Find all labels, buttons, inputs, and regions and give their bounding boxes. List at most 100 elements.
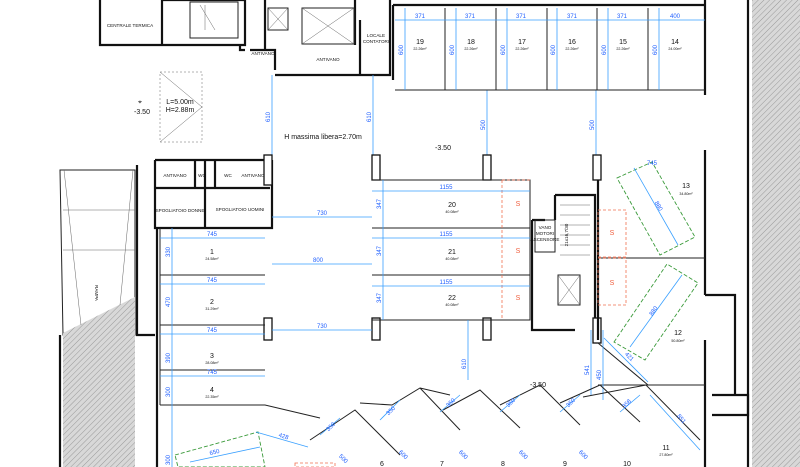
space-1[interactable]: 124.58m² [205, 249, 219, 261]
room-wc-r: WC [224, 173, 232, 178]
dim-880-1: 880 [653, 201, 664, 213]
service-zone-s-1: S [516, 201, 521, 208]
left-parking-column [155, 216, 372, 467]
space-area: 24.58m² [205, 257, 219, 261]
dim-1155-1: 1155 [440, 185, 454, 191]
central-parking-block [372, 179, 531, 380]
dim-358: 358 [622, 398, 634, 410]
space-area: 50.80m² [671, 339, 685, 343]
dim-745-2: 745 [207, 278, 218, 284]
dim-371-2: 371 [465, 14, 476, 20]
dim-428: 428 [278, 433, 290, 442]
dim-400: 400 [670, 14, 681, 20]
top-left-rooms: CENTRALE TERMICA ANTIVANO ANTIVANO LOCAL… [98, 0, 392, 143]
space-6[interactable]: 6 [380, 461, 384, 467]
space-area: 22.26m² [464, 47, 478, 51]
dim-350-3: 350 [446, 397, 458, 409]
dim-500-a: 500 [481, 119, 487, 130]
space-8[interactable]: 8 [501, 461, 505, 467]
space-area: 24.00m² [668, 47, 682, 51]
ramp-height-note: H=2.88m [166, 107, 195, 114]
space-number: 4 [210, 387, 214, 394]
space-number: 18 [467, 39, 475, 46]
dim-371-4: 371 [567, 14, 578, 20]
diagonal-parking-row [174, 384, 701, 467]
space-area: 22.26m² [515, 47, 529, 51]
space-area: 28.08m² [205, 361, 219, 365]
dim-330: 330 [166, 246, 172, 257]
space-number: 12 [674, 330, 682, 337]
space-3[interactable]: 328.08m² [205, 353, 219, 365]
dim-610-b: 610 [367, 111, 373, 122]
space-number: 16 [568, 39, 576, 46]
max-height-note: H massima libera=2.70m [284, 134, 362, 141]
dim-450: 450 [597, 369, 603, 380]
space-number: 6 [380, 461, 384, 467]
dim-600-4: 600 [551, 44, 557, 55]
room-spogliatoio-uomini: SPOGLIATOIO UOMINI [216, 207, 265, 212]
dim-500-c: 500 [337, 454, 349, 466]
space-area: 22.26m² [616, 47, 630, 51]
ramp-length-note: L=5.00m [166, 99, 194, 106]
dim-600-5: 600 [602, 44, 608, 55]
dim-470: 470 [166, 296, 172, 307]
room-locale-contatori-2: CONTATORI [363, 39, 389, 44]
room-vano-2: MOTORI [536, 231, 554, 236]
dim-350-5: 350 [566, 397, 578, 409]
dim-610-a: 610 [266, 111, 272, 122]
room-antivano-l: ANTIVANO [163, 173, 187, 178]
dim-600-9: 600 [517, 450, 529, 462]
space-number: 7 [440, 461, 444, 467]
dim-390: 390 [166, 352, 172, 363]
room-wc-l: WC [198, 173, 206, 178]
dim-650: 650 [209, 449, 221, 458]
space-12[interactable]: 12 50.80m² [671, 330, 685, 343]
dim-745-5: 745 [647, 161, 658, 167]
dim-371-5: 371 [617, 14, 628, 20]
space-2[interactable]: 231.29m² [205, 299, 219, 311]
space-area: 40.08m² [445, 303, 459, 307]
space-number: 2 [210, 299, 214, 306]
dim-371-1: 371 [415, 14, 426, 20]
space-number: 8 [501, 461, 505, 467]
toilets-block: ANTIVANO WC WC ANTIVANO SPOGLIATOIO DONN… [153, 158, 274, 230]
space-area: 34.80m² [679, 192, 693, 196]
dim-541: 541 [585, 364, 591, 375]
level-marker-1: -3.50 [134, 109, 150, 116]
dim-800: 800 [313, 258, 324, 264]
space-number: 9 [563, 461, 567, 467]
space-number: 1 [210, 249, 214, 256]
dim-347-2: 347 [377, 245, 383, 256]
dim-350-1: 350 [326, 421, 338, 433]
dim-421-1: 421 [623, 352, 635, 364]
space-area: 40.08m² [445, 210, 459, 214]
dim-745-3: 745 [207, 328, 218, 334]
dim-610-c: 610 [462, 358, 468, 369]
dim-350-2: 350 [386, 405, 398, 417]
space-9[interactable]: 9 [563, 461, 567, 467]
space-number: 3 [210, 353, 214, 360]
space-area: 40.08m² [445, 257, 459, 261]
stair-note: 21x16,7/30 [564, 223, 569, 246]
top-parking-row [391, 3, 705, 91]
dim-300-2: 300 [166, 454, 172, 465]
space-10[interactable]: 10 [623, 461, 631, 467]
space-number: 17 [518, 39, 526, 46]
dim-600-2: 600 [450, 44, 456, 55]
dim-600-1: 600 [399, 44, 405, 55]
space-area: 31.29m² [205, 307, 219, 311]
space-7[interactable]: 7 [440, 461, 444, 467]
space-4[interactable]: 422.35m² [205, 387, 219, 399]
